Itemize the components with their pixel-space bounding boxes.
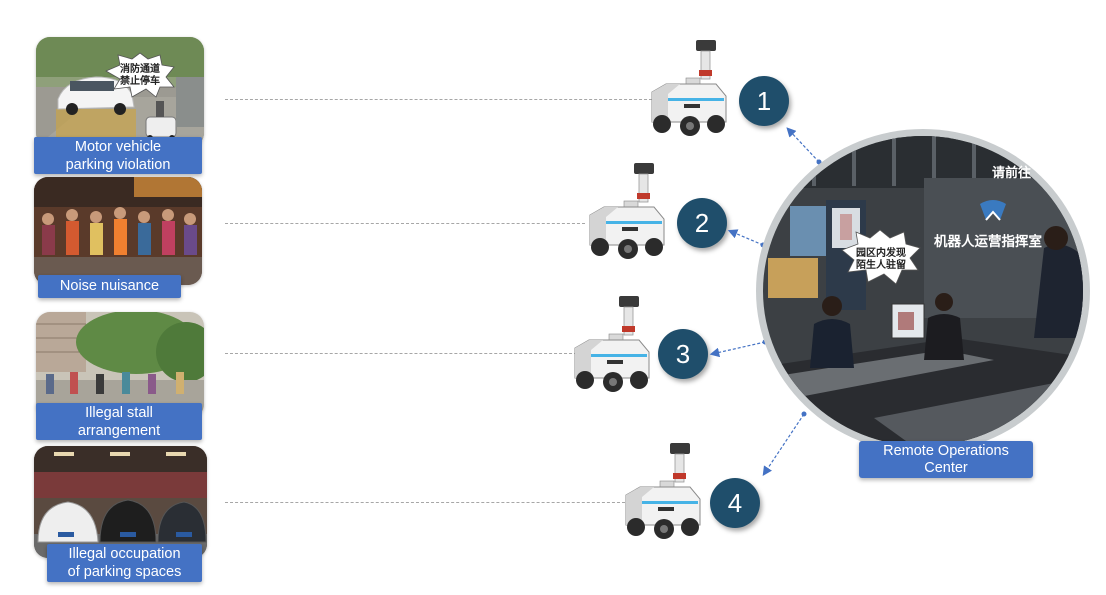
scenario-caption-illegal-stall: Illegal stall arrangement (36, 403, 202, 440)
alert-bubble-line-2: 陌生人驻留 (856, 260, 906, 271)
scenario-caption-parking-violation: Motor vehicle parking violation (34, 137, 202, 174)
operations-wall-sign: 机器人运营指挥室 (934, 234, 1042, 250)
scenario-photo-parking-violation: 消防通道 禁止停车 (36, 37, 204, 147)
scenario-photo-noise-nuisance (34, 177, 202, 285)
alert-bubble-line-1: 园区内发现 (856, 248, 906, 259)
operations-center-caption: Remote Operations Center (859, 441, 1033, 478)
robot-number-2: 2 (677, 198, 727, 248)
leader-line-4 (225, 502, 625, 503)
leader-line-2 (225, 223, 585, 224)
scenario-photo-parking-spaces (34, 446, 207, 558)
bubble-text-line-2: 禁止停车 (120, 76, 160, 87)
scenario-caption-parking-spaces: Illegal occupation of parking spaces (47, 544, 202, 582)
leader-line-1 (225, 99, 657, 100)
robot-logo-icon (980, 200, 1006, 221)
robot-number-1: 1 (739, 76, 789, 126)
robot-number-3: 3 (658, 329, 708, 379)
operations-center-photo: 请前往 机器人运营指挥室 园区内发现 陌生人驻留 (754, 128, 1092, 454)
speech-bubble-icon (105, 52, 175, 98)
robot-number-4: 4 (710, 478, 760, 528)
operations-top-sign: 请前往 (992, 166, 1032, 181)
bubble-text-line-1: 消防通道 (120, 64, 160, 75)
leader-line-3 (225, 353, 577, 354)
scenario-caption-noise-nuisance: Noise nuisance (38, 275, 181, 298)
alert-speech-bubble-icon (841, 229, 921, 285)
